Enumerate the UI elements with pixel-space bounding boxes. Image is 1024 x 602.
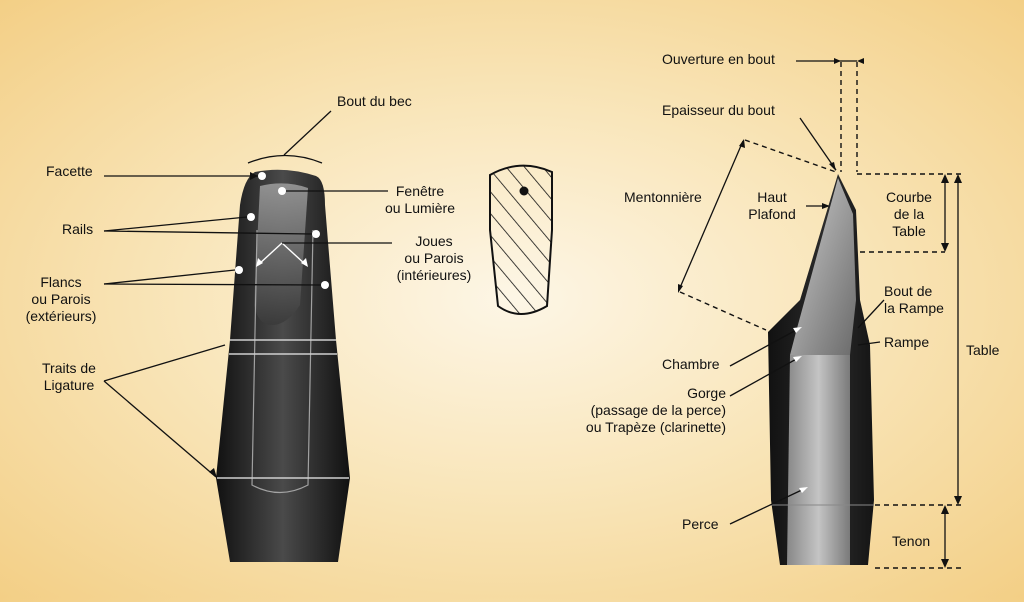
label-joues: Joues ou Parois (intérieures)	[396, 233, 472, 283]
leader-rampe	[857, 341, 881, 346]
front-window	[254, 183, 308, 325]
leader-rails-b	[103, 230, 313, 235]
label-ouverture: Ouverture en bout	[662, 51, 775, 67]
leader-flancs-b	[103, 283, 322, 286]
arrowhead-epaisseur	[829, 162, 836, 171]
leader-rails-a	[103, 216, 248, 232]
joues-arrowhead-left	[256, 258, 263, 267]
arrowhead-courbe-top	[941, 174, 949, 183]
front-leader-lines	[103, 110, 392, 478]
white-arrowheads	[793, 327, 808, 493]
label-fenetre: Fenêtre ou Lumière	[384, 183, 456, 216]
arrowhead-ouverture-l	[834, 58, 841, 64]
joues-arrowhead-right	[301, 258, 308, 267]
arrowhead-tenon-top	[941, 505, 949, 514]
label-flancs: Flancs ou Parois (extérieurs)	[25, 274, 97, 324]
side-dashed-guides	[679, 62, 965, 569]
label-epaisseur: Epaisseur du bout	[662, 102, 775, 118]
side-bore	[787, 355, 850, 565]
arrowhead-tenon-bottom	[941, 559, 949, 568]
bout-bec-arc	[247, 154, 323, 164]
label-rails: Rails	[62, 221, 94, 237]
cross-section	[489, 164, 553, 315]
front-mouthpiece-body	[216, 169, 350, 562]
dot-rail-right	[312, 230, 320, 238]
joues-arrow-right	[281, 242, 307, 266]
label-perce: Perce	[682, 516, 719, 532]
dot-cross-section	[519, 186, 529, 196]
arrowhead-gorge	[793, 356, 802, 362]
label-courbe-table: Courbe de la Table	[886, 189, 932, 239]
label-facette: Facette	[46, 163, 93, 179]
front-view-mouthpiece	[216, 169, 350, 562]
cross-section-shape	[489, 164, 553, 315]
label-traits-ligature: Traits de Ligature	[42, 360, 96, 393]
arrowhead-ligature-bottom	[209, 468, 217, 478]
label-haut-plafond: Haut Plafond	[748, 189, 796, 222]
leader-gorge	[729, 356, 801, 397]
leader-epaisseur	[799, 117, 837, 171]
label-gorge: Gorge (passage de la perce) ou Trapèze (…	[585, 385, 726, 435]
dot-flanc-left	[235, 266, 243, 274]
leader-flancs-a	[103, 269, 236, 285]
arrowhead-mentonniere-bottom	[678, 284, 683, 293]
label-bout-du-bec: Bout du bec	[337, 93, 412, 109]
arrowhead-facette	[250, 172, 258, 180]
arrowhead-ouverture-r	[857, 58, 864, 64]
leader-ligature-a	[103, 344, 226, 382]
leader-perce	[729, 487, 807, 525]
label-tenon: Tenon	[892, 533, 931, 549]
arrowhead-table-top	[954, 174, 962, 183]
leader-chambre	[729, 327, 801, 367]
dot-flanc-right	[321, 281, 329, 289]
arrowhead-haut-plafond	[822, 203, 830, 209]
leader-bout-bec	[283, 110, 332, 156]
arrowhead-chambre	[793, 327, 802, 333]
side-view-mouthpiece	[768, 174, 874, 565]
side-chamber	[790, 178, 856, 355]
leader-bout-rampe	[857, 299, 885, 329]
label-rampe: Rampe	[884, 334, 930, 350]
arrowhead-courbe-bottom	[941, 243, 949, 252]
arrowhead-perce	[799, 487, 808, 493]
label-bout-rampe: Bout de la Rampe	[884, 283, 944, 316]
leader-ligature-b	[103, 380, 217, 478]
side-leader-lines	[678, 60, 959, 566]
guide-mentonniere-bottom	[679, 291, 767, 331]
label-mentonniere: Mentonnière	[624, 189, 702, 205]
dim-mentonniere	[678, 140, 744, 291]
label-chambre: Chambre	[662, 356, 720, 372]
dot-rail-left	[247, 213, 255, 221]
arrowhead-table-bottom	[954, 496, 962, 505]
dot-fenetre	[278, 187, 286, 195]
front-inner-channel	[251, 229, 314, 494]
guide-mentonniere-top	[744, 139, 837, 173]
label-table: Table	[966, 342, 1000, 358]
dot-facette	[258, 172, 266, 180]
arrowheads	[209, 58, 962, 568]
joues-arrow-left	[257, 242, 283, 266]
arrowhead-mentonniere-top	[739, 139, 745, 148]
